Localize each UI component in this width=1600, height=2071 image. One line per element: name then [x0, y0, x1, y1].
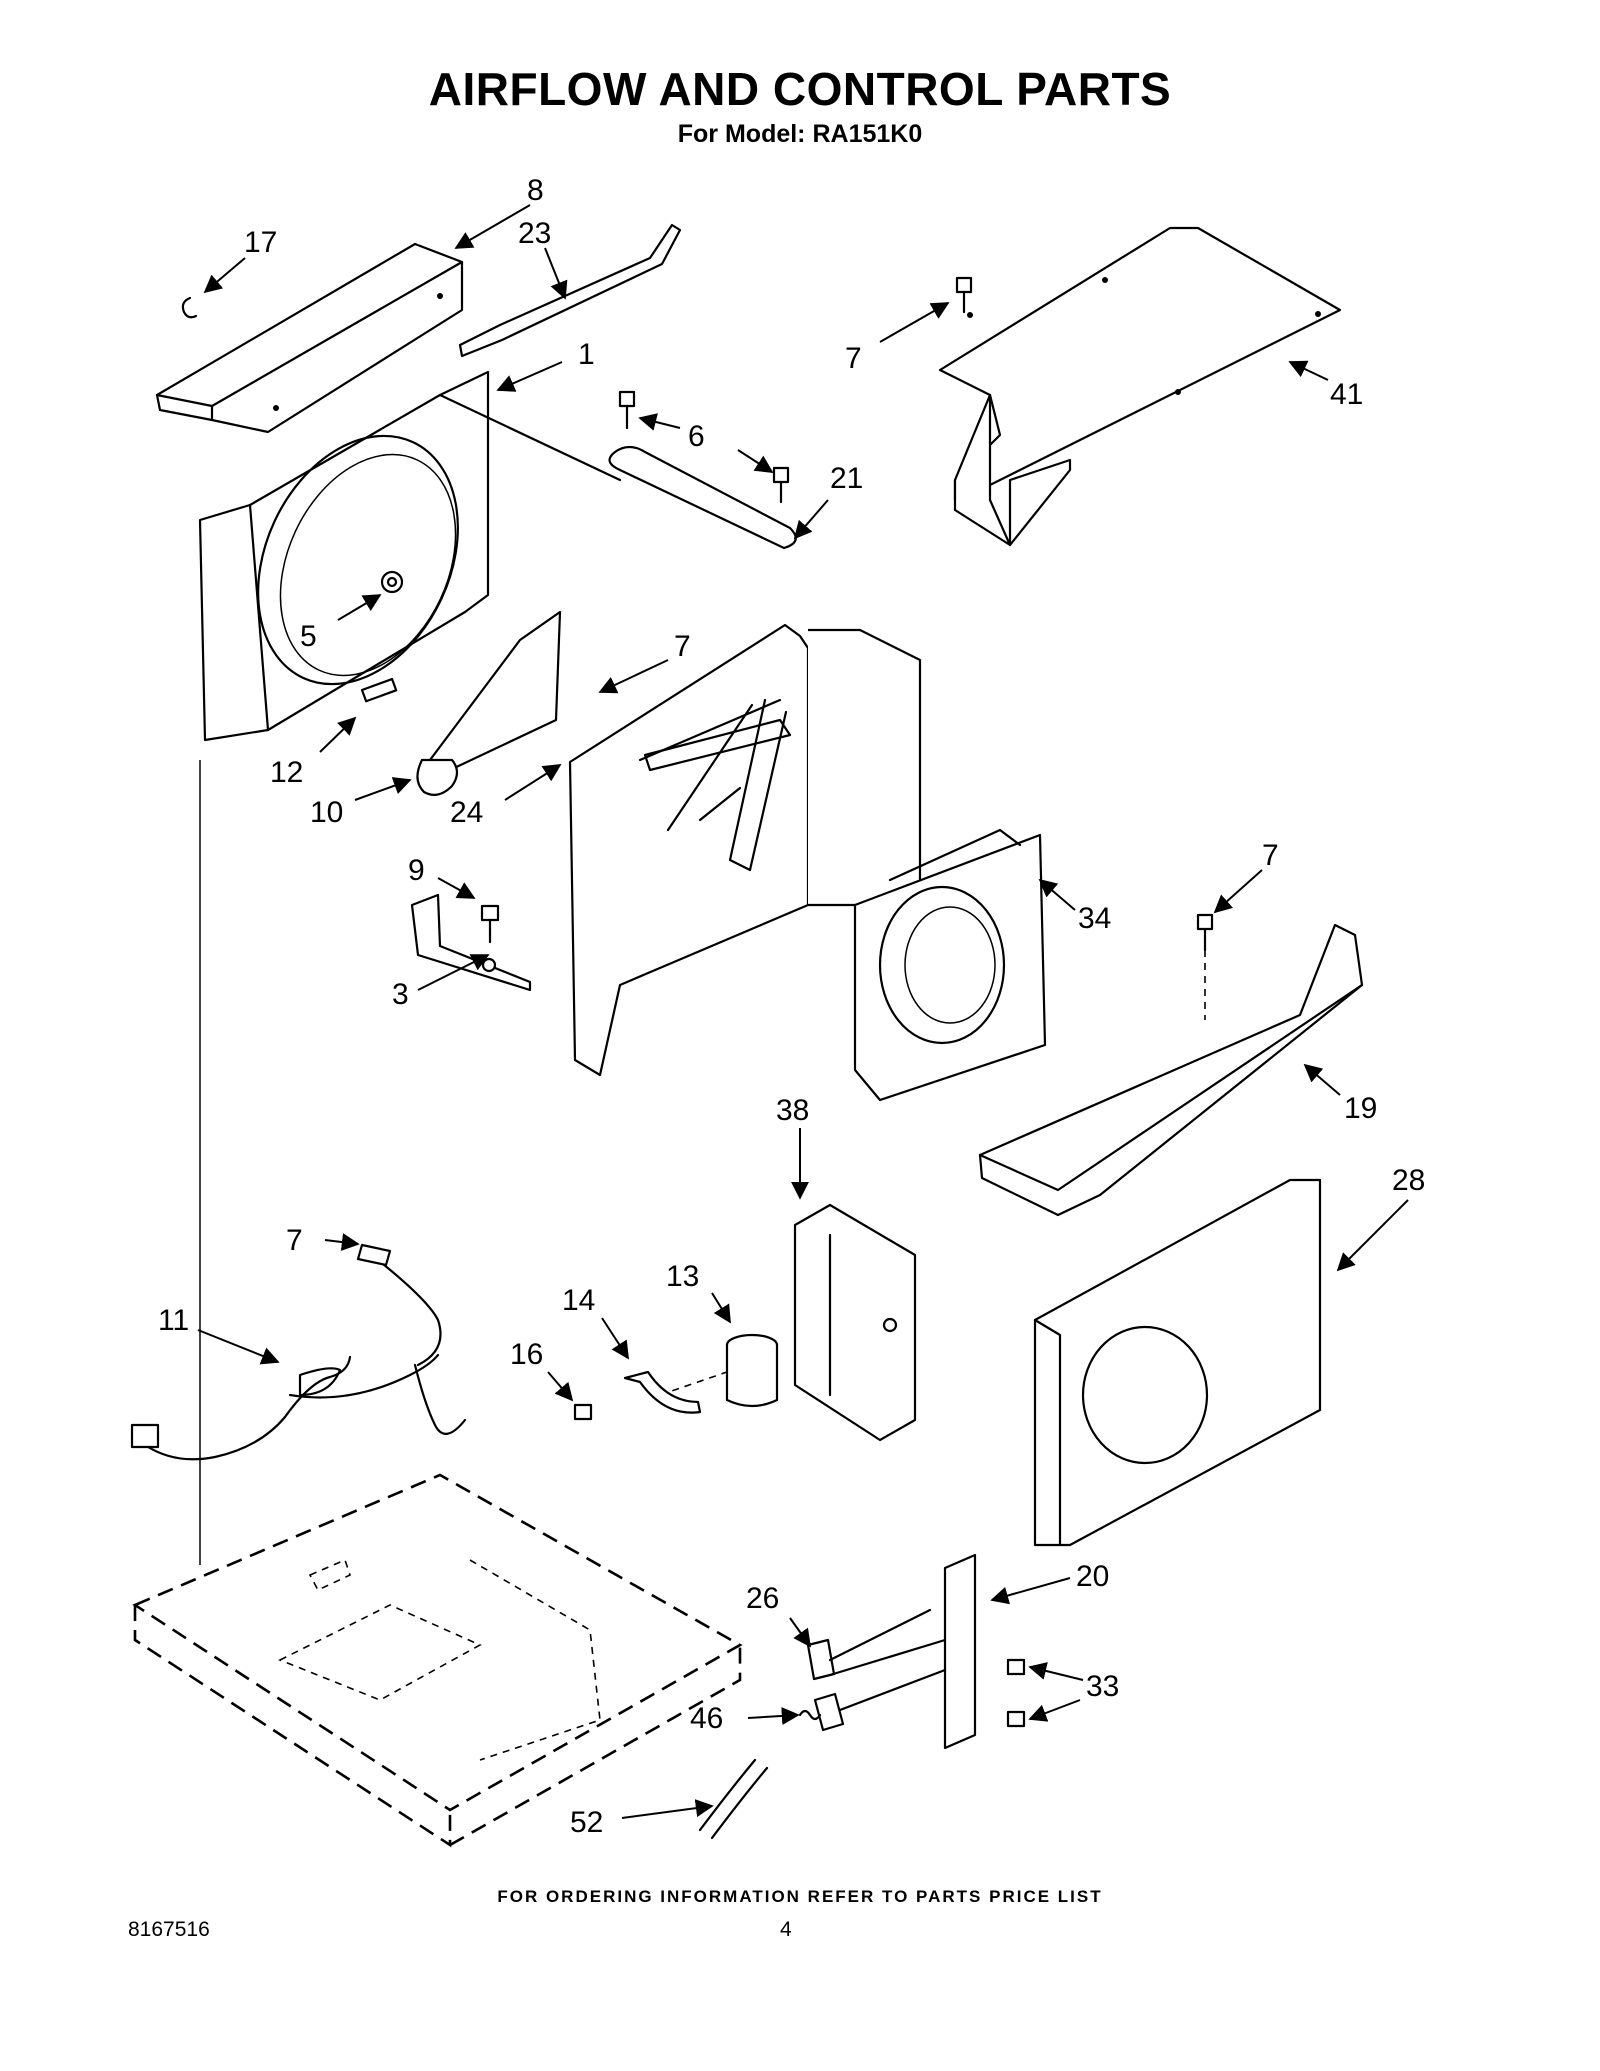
- callout-11: 11: [158, 1304, 189, 1337]
- document-number: 8167516: [128, 1918, 210, 1941]
- callout-19: 19: [1344, 1092, 1377, 1125]
- part-17-clip: [181, 296, 198, 319]
- callout-33: 33: [1086, 1670, 1119, 1703]
- capacitor-leader-dash: [659, 1371, 728, 1396]
- callout-28: 28: [1392, 1164, 1425, 1197]
- part-41-top-plate: [938, 226, 1342, 547]
- callout-1: 1: [578, 338, 595, 371]
- part-10-fan-blade: [416, 610, 562, 797]
- part-9-screw: [480, 904, 500, 944]
- part-24-partition-panel: [568, 623, 922, 1077]
- part-13-capacitor: [725, 1333, 779, 1408]
- callout-7-right: 7: [1262, 839, 1279, 872]
- callout-52: 52: [570, 1806, 603, 1839]
- callout-labels: 8 23 17 1 7 41 6 21 5 7 12 10 24 9 3 34 …: [158, 174, 1425, 1839]
- callout-34: 34: [1078, 902, 1111, 935]
- part-3-damper-arm: [410, 893, 532, 992]
- part-28-orifice-panel: [1033, 1178, 1322, 1547]
- ordering-info-note: FOR ORDERING INFORMATION REFER TO PARTS …: [497, 1887, 1103, 1906]
- base-pan-outline: [132, 1473, 743, 1848]
- callout-leaders: [197, 204, 1409, 1819]
- part-33-screws: [1006, 1658, 1026, 1728]
- part-16-screw: [573, 1403, 593, 1421]
- callout-12: 12: [270, 756, 303, 789]
- part-34-blower-scroll: [853, 828, 1047, 1102]
- model-subtitle: For Model: RA151K0: [677, 120, 923, 148]
- callout-16: 16: [510, 1338, 543, 1371]
- part-7-screw-top: [955, 276, 973, 314]
- page-title: AIRFLOW AND CONTROL PARTS: [428, 63, 1172, 115]
- callout-7-mid: 7: [674, 630, 691, 663]
- part-52-tube: [698, 1758, 769, 1840]
- part-23-strip: [458, 223, 682, 358]
- part-11-power-cord: [130, 1243, 467, 1461]
- callout-13: 13: [666, 1260, 699, 1293]
- callout-41: 41: [1330, 378, 1363, 411]
- callout-7-cord: 7: [286, 1224, 303, 1257]
- callout-7-top: 7: [845, 342, 862, 375]
- part-26-switch: [806, 1608, 947, 1681]
- callout-8: 8: [527, 174, 544, 207]
- callout-14: 14: [562, 1284, 595, 1317]
- callout-21: 21: [830, 462, 863, 495]
- part-21-bracket: [608, 445, 797, 550]
- callout-10: 10: [310, 796, 343, 829]
- callout-17: 17: [244, 226, 277, 259]
- part-14-strap: [623, 1370, 702, 1414]
- part-6-screws: [618, 390, 790, 504]
- page-number: 4: [780, 1918, 792, 1941]
- part-46-thermostat: [798, 1668, 947, 1732]
- part-20-control-bracket: [943, 1553, 977, 1750]
- part-19-base-rail: [978, 913, 1364, 1217]
- callout-3: 3: [392, 978, 409, 1011]
- part-8-top-cover: [155, 242, 464, 434]
- callout-20: 20: [1076, 1560, 1109, 1593]
- callout-5: 5: [300, 620, 317, 653]
- callout-46: 46: [690, 1702, 723, 1735]
- callout-23: 23: [518, 217, 551, 250]
- part-1-fan-shroud: [198, 370, 622, 742]
- callout-6: 6: [688, 420, 705, 453]
- part-38-capacitor-bracket: [793, 1203, 917, 1442]
- callout-26: 26: [746, 1582, 779, 1615]
- callout-9: 9: [408, 854, 425, 887]
- callout-24: 24: [450, 796, 483, 829]
- callout-38: 38: [776, 1094, 809, 1127]
